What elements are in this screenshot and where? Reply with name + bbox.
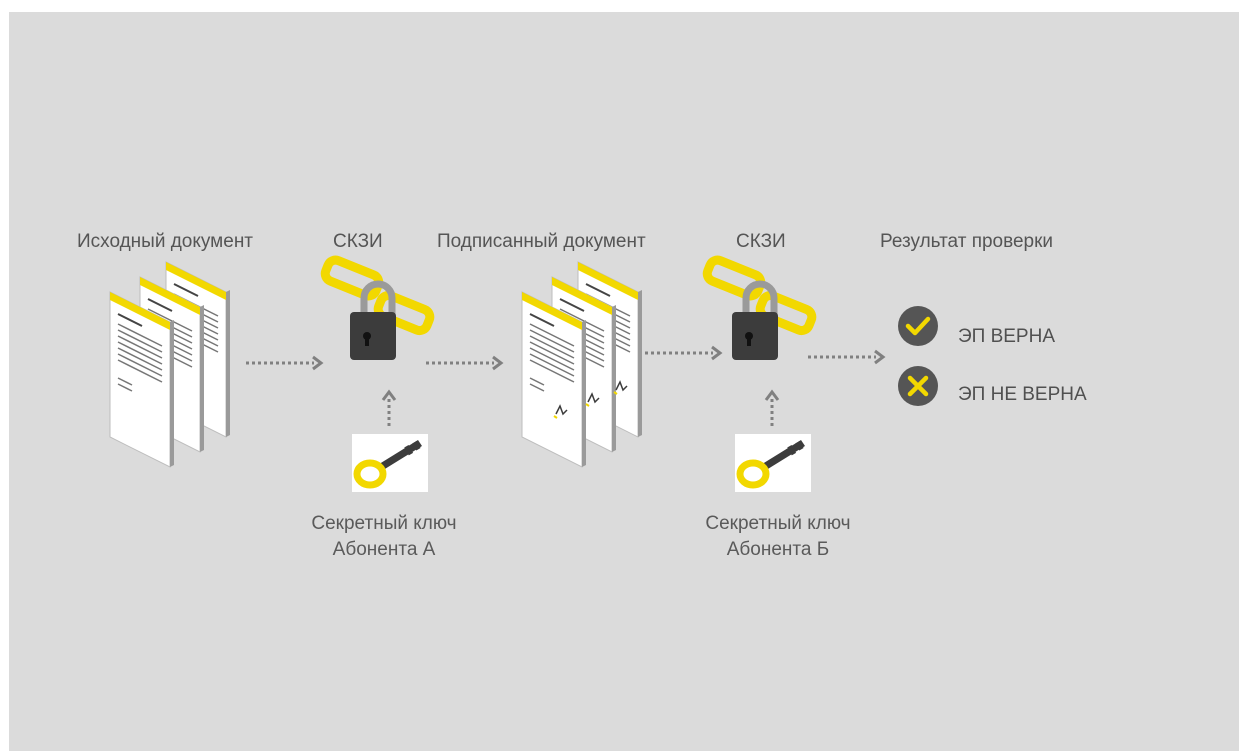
result-valid-text: ЭП ВЕРНА (958, 326, 1056, 347)
dotted-arrow-3 (645, 345, 723, 361)
signed-document-stack-icon (521, 261, 643, 468)
check-icon (898, 306, 938, 346)
dotted-arrow-2 (426, 355, 504, 371)
dotted-up-arrow-2 (764, 389, 780, 426)
label-source-document: Исходный документ (77, 231, 254, 252)
key-a-caption: Секретный ключ Абонента А (284, 511, 484, 563)
label-signed-document: Подписанный документ (437, 231, 646, 252)
cross-icon (898, 366, 938, 406)
key-b-caption: Секретный ключ Абонента Б (678, 511, 878, 563)
source-document-stack-icon (109, 261, 231, 468)
secret-key-b-icon (735, 434, 811, 492)
lock-chain-icon-1 (320, 255, 435, 360)
secret-key-a-icon (352, 434, 428, 492)
label-verification-result: Результат проверки (880, 231, 1054, 252)
dotted-up-arrow-1 (381, 389, 397, 426)
key-b-caption-line2: Абонента Б (726, 539, 830, 560)
key-a-caption-line1: Секретный ключ (311, 513, 457, 534)
dotted-arrow-4 (808, 349, 886, 365)
key-a-caption-line2: Абонента А (332, 539, 436, 560)
dotted-arrow-1 (246, 355, 324, 371)
key-b-caption-line1: Секретный ключ (705, 513, 851, 534)
label-skzi-1: СКЗИ (333, 231, 383, 252)
label-skzi-2: СКЗИ (736, 231, 786, 252)
lock-chain-icon-2 (702, 255, 817, 360)
result-invalid-text: ЭП НЕ ВЕРНА (958, 384, 1087, 405)
